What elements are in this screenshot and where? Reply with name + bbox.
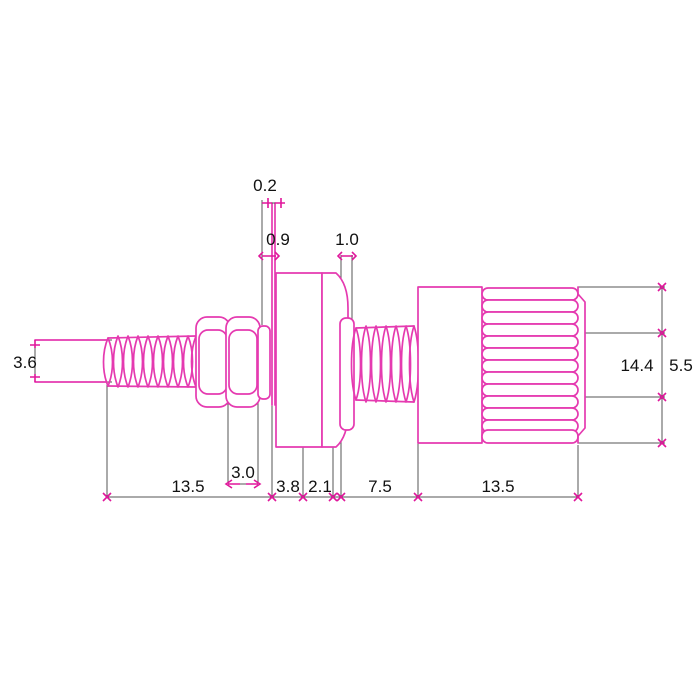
dimension-washer-thickness: 0.2	[253, 176, 285, 208]
dimension-nut-width: 3.0	[224, 463, 262, 489]
dim-label-knob-inner-diameter: 5.5	[669, 356, 693, 375]
shaft-stub	[34, 339, 108, 383]
dim-label-chain-2: 2.1	[308, 477, 332, 496]
rear-thread	[350, 325, 420, 403]
dim-label-washer-thickness: 0.2	[253, 176, 277, 195]
knob-knurl	[481, 287, 579, 444]
flange-collar	[339, 317, 355, 431]
knob-barrel	[417, 286, 483, 444]
dimension-knob-diameter: 14.4	[620, 282, 667, 448]
flange-body	[275, 272, 323, 448]
dim-label-shaft-diameter: 3.6	[13, 353, 37, 372]
dim-label-chain-4: 13.5	[481, 477, 514, 496]
dim-label-chain-0: 13.5	[171, 477, 204, 496]
knob-chamfer	[577, 286, 586, 444]
dim-label-washer-gap: 0.9	[266, 230, 290, 249]
dimension-bottom-chain: 13.5 3.8 2.1 7.5 13.5	[102, 477, 583, 502]
dim-label-knob-diameter: 14.4	[620, 356, 653, 375]
dimension-flange-lip-thickness: 1.0	[335, 230, 359, 261]
dimension-knob-inner-diameter: 5.5	[657, 328, 693, 402]
part-geometry	[34, 202, 586, 448]
dim-label-flange-lip-thickness: 1.0	[335, 230, 359, 249]
front-thread	[102, 335, 202, 388]
dimension-shaft-diameter: 3.6	[13, 340, 40, 382]
lock-washer	[257, 325, 271, 400]
hex-nut-rear	[225, 316, 261, 408]
dim-label-chain-3: 7.5	[368, 477, 392, 496]
dim-label-chain-1: 3.8	[276, 477, 300, 496]
dimension-washer-gap: 0.9	[257, 230, 290, 261]
dim-label-nut-width: 3.0	[231, 463, 255, 482]
hex-nut-front	[195, 316, 231, 408]
